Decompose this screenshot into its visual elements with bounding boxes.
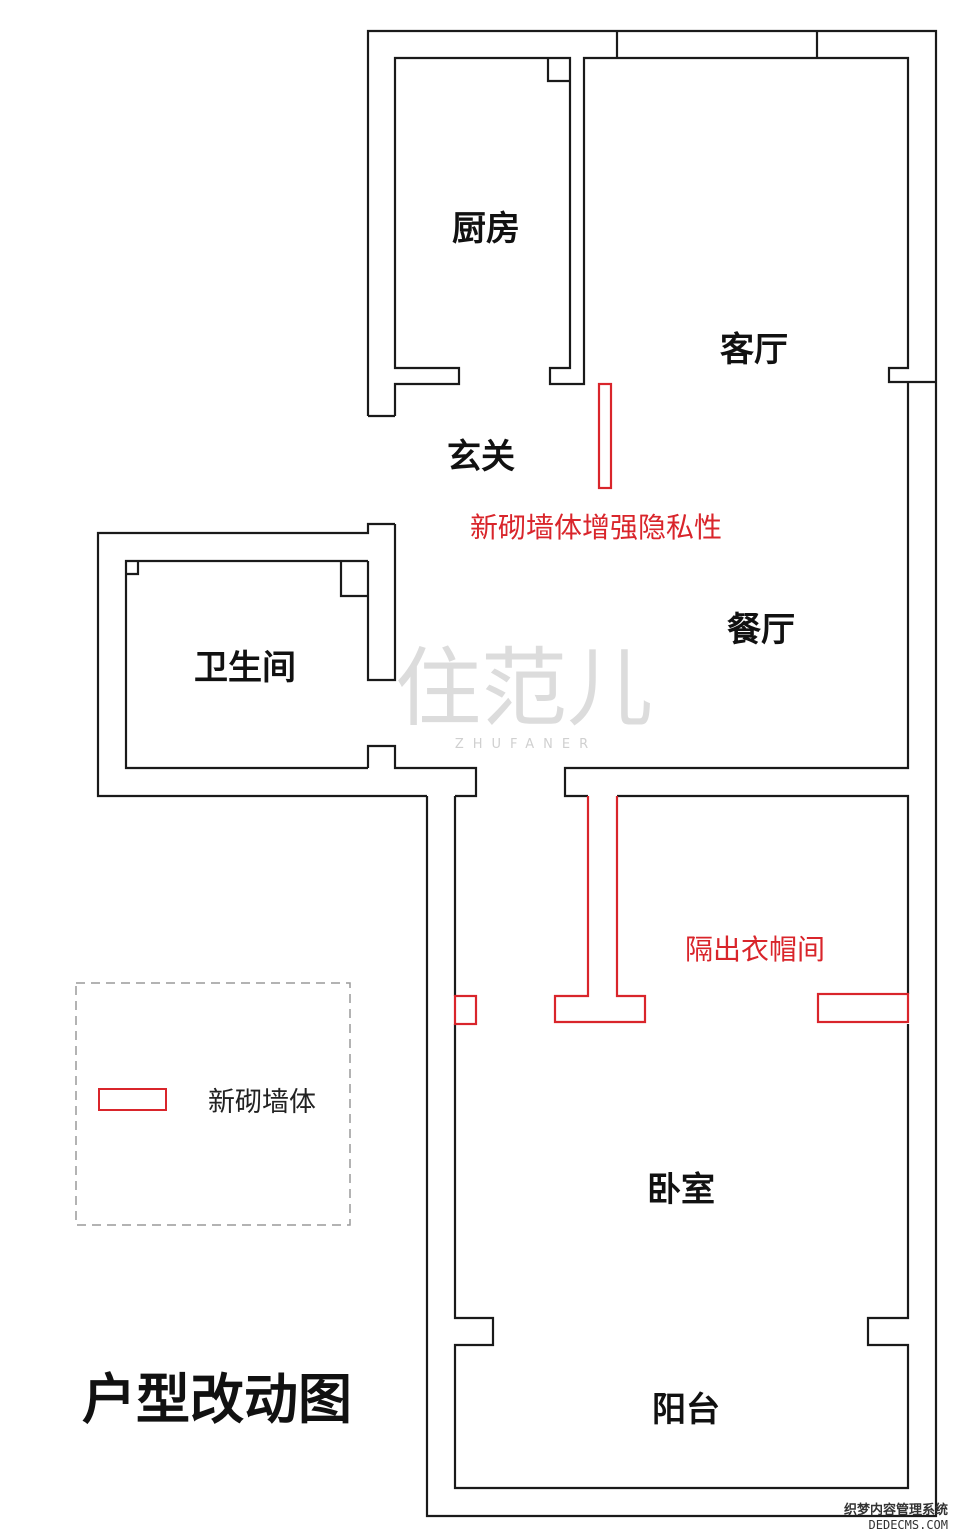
- room-label-kitchen: 厨房: [452, 209, 520, 249]
- new-wall-bedroom-left-stub: [453, 994, 478, 1026]
- note-cloakroom: 隔出衣帽间: [685, 933, 825, 966]
- bedroom-left-wall: [453, 794, 910, 1490]
- bathroom-inner-wall: [124, 559, 368, 770]
- room-label-bedroom: 卧室: [647, 1170, 715, 1210]
- bathroom-corner-box: [126, 561, 140, 576]
- new-walls: [453, 382, 910, 1026]
- legend: 新砌墙体: [75, 982, 351, 1226]
- bathroom-lower-jamb: [366, 744, 478, 798]
- living-window: [615, 31, 819, 58]
- legend-new-wall-label: 新砌墙体: [208, 1087, 316, 1118]
- right-inner-wall: [563, 382, 910, 798]
- watermark-logo: 住范儿: [395, 639, 653, 739]
- watermark: 住范儿 ZHUFANER: [395, 639, 653, 752]
- site-mark: 织梦内容管理系统 DEDECMS.COM: [844, 1502, 948, 1532]
- room-label-bathroom: 卫生间: [194, 648, 296, 688]
- site-mark-line1: 织梦内容管理系统: [844, 1502, 948, 1518]
- new-wall-cloakroom: [553, 796, 647, 1024]
- room-label-living-room: 客厅: [720, 330, 788, 370]
- bathroom-outer-wall: [96, 522, 427, 798]
- note-privacy-wall: 新砌墙体增强隐私性: [470, 511, 722, 544]
- room-label-entrance: 玄关: [447, 437, 515, 477]
- kitchen-column: [546, 58, 570, 83]
- living-inner-wall: [570, 56, 936, 386]
- legend-new-wall-swatch: [98, 1088, 167, 1111]
- new-wall-entrance: [597, 382, 613, 490]
- legend-frame: [75, 982, 351, 1226]
- annotations: 新砌墙体增强隐私性 隔出衣帽间: [470, 511, 825, 966]
- watermark-subtext: ZHUFANER: [455, 737, 597, 752]
- room-label-dining-room: 餐厅: [727, 610, 795, 650]
- room-label-balcony: 阳台: [652, 1390, 720, 1430]
- new-wall-bedroom-right: [816, 992, 910, 1024]
- existing-walls: [96, 29, 938, 1518]
- bathroom-column: [339, 561, 368, 598]
- plan-title: 户型改动图: [82, 1368, 352, 1431]
- bathroom-door-jamb: [366, 524, 397, 682]
- room-labels: 厨房 客厅 玄关 餐厅 卫生间 卧室 阳台: [194, 209, 795, 1430]
- kitchen-inner-wall: [368, 56, 572, 418]
- top-outer-wall: [366, 29, 938, 416]
- right-outer-wall: [425, 382, 938, 1518]
- site-mark-line2: DEDECMS.COM: [869, 1518, 948, 1532]
